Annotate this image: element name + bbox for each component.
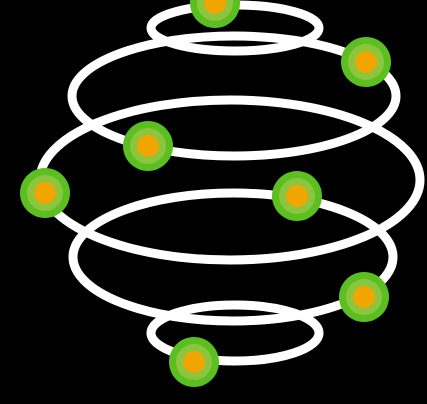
node-upper-right bbox=[341, 37, 391, 87]
node-lower-right bbox=[339, 272, 389, 322]
node-left bbox=[20, 168, 70, 218]
node-left-core bbox=[34, 182, 56, 204]
node-center-right-core bbox=[286, 185, 308, 207]
node-upper-left bbox=[123, 121, 173, 171]
node-bottom bbox=[169, 337, 219, 387]
node-center-right bbox=[272, 171, 322, 221]
node-upper-left-core bbox=[137, 135, 159, 157]
node-upper-right-core bbox=[355, 51, 377, 73]
ring-middle-widest bbox=[40, 100, 420, 260]
node-bottom-core bbox=[183, 351, 205, 373]
node-lower-right-core bbox=[353, 286, 375, 308]
node-top bbox=[190, 0, 240, 28]
